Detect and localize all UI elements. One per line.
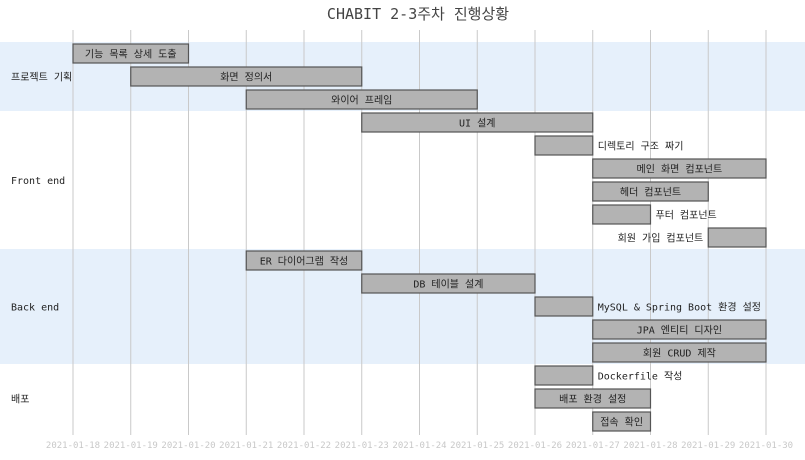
task-label: MySQL & Spring Boot 환경 설정 bbox=[598, 301, 761, 314]
x-tick-label: 2021-01-22 bbox=[277, 441, 331, 451]
task-bar bbox=[534, 296, 594, 317]
task-bar bbox=[592, 319, 767, 340]
task-bar bbox=[592, 411, 652, 432]
section-label: 프로젝트 기획 bbox=[11, 72, 72, 84]
x-tick-label: 2021-01-28 bbox=[623, 441, 677, 451]
x-tick-label: 2021-01-26 bbox=[508, 441, 562, 451]
section-bands bbox=[0, 42, 805, 364]
task-label: 와이어 프레임 bbox=[331, 94, 392, 107]
x-tick-label: 2021-01-27 bbox=[566, 441, 620, 451]
task-label: 메인 화면 컴포넌트 bbox=[637, 164, 723, 176]
task-label: Dockerfile 작성 bbox=[598, 371, 683, 383]
task-label: UI 설계 bbox=[459, 118, 495, 130]
task-label: 기능 목록 상세 도출 bbox=[85, 49, 177, 61]
task-bar bbox=[245, 250, 363, 271]
x-tick-label: 2021-01-18 bbox=[46, 441, 100, 451]
task-bar bbox=[592, 204, 652, 225]
section-label: 배포 bbox=[11, 394, 29, 406]
task-label: 디렉토리 구조 짜기 bbox=[598, 141, 684, 153]
task-label: 헤더 컴포넌트 bbox=[620, 187, 681, 199]
task-bar bbox=[534, 388, 652, 409]
x-tick-label: 2021-01-20 bbox=[161, 441, 215, 451]
x-tick-label: 2021-01-25 bbox=[450, 441, 504, 451]
section-label: Back end bbox=[11, 303, 59, 314]
chart-title: CHABIT 2-3주차 진행상황 bbox=[327, 5, 509, 23]
task-bar bbox=[592, 181, 709, 202]
task-bar bbox=[534, 365, 594, 386]
task-label: 접속 확인 bbox=[600, 417, 643, 429]
task-label: DB 테이블 설계 bbox=[413, 279, 483, 291]
x-tick-label: 2021-01-24 bbox=[392, 441, 446, 451]
task-bar bbox=[245, 89, 478, 110]
task-label: 화면 정의서 bbox=[220, 72, 272, 84]
x-tick-label: 2021-01-19 bbox=[104, 441, 158, 451]
task-bar bbox=[72, 43, 190, 64]
task-bar bbox=[534, 135, 594, 156]
section-label: Front end bbox=[11, 176, 65, 187]
x-tick-label: 2021-01-23 bbox=[335, 441, 389, 451]
x-tick-label: 2021-01-30 bbox=[739, 441, 793, 451]
x-tick-label: 2021-01-29 bbox=[681, 441, 735, 451]
task-bar bbox=[592, 158, 767, 179]
task-label: 푸터 컴포넌트 bbox=[656, 210, 717, 222]
task-bar bbox=[130, 66, 363, 87]
task-label: JPA 엔티티 디자인 bbox=[637, 325, 722, 337]
task-label: 회원 CRUD 제작 bbox=[643, 348, 716, 360]
task-label: 회원 가입 컴포넌트 bbox=[618, 232, 704, 245]
task-bar bbox=[707, 227, 767, 248]
task-label: 배포 환경 설정 bbox=[559, 393, 626, 406]
task-label: ER 다이어그램 작성 bbox=[260, 256, 348, 268]
task-bar bbox=[361, 273, 536, 294]
x-tick-label: 2021-01-21 bbox=[219, 441, 273, 451]
task-bar bbox=[592, 342, 767, 363]
task-bar bbox=[361, 112, 594, 133]
